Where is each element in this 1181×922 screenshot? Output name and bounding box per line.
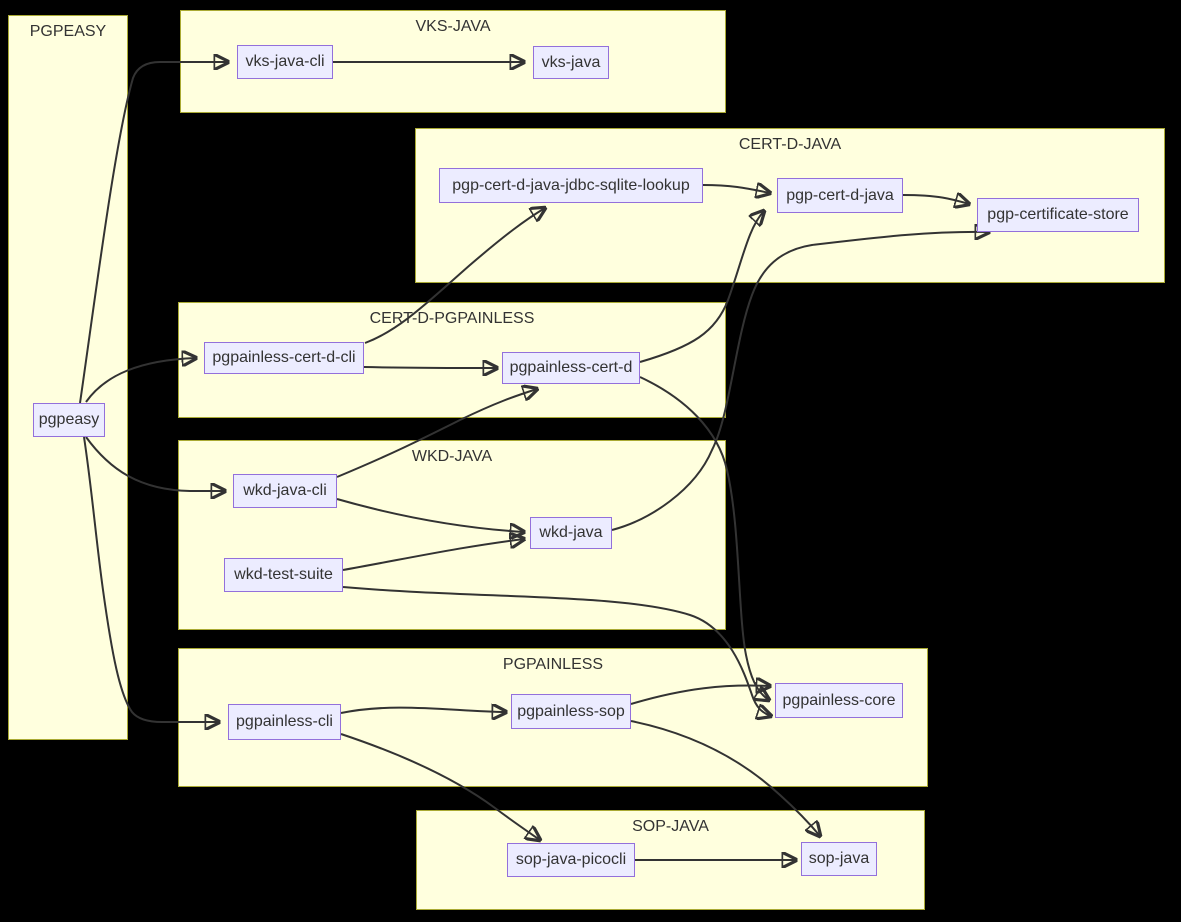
- edge-pgpainless-cli-to-pgpainless-sop: [340, 708, 506, 713]
- edge-wkd-java-to-pgp-certificate-store: [611, 232, 989, 531]
- edge-pgp-cert-d-java-to-pgp-certificate-store: [902, 195, 969, 204]
- subgraph-pgpeasy-label: PGPEASY: [29, 23, 107, 40]
- node-pgpainless-core: pgpainless-core: [775, 683, 903, 718]
- edge-pgpeasy-to-wkd-java-cli: [85, 436, 225, 491]
- edge-wkd-test-suite-to-wkd-java: [342, 539, 524, 571]
- node-pgpainless-cert-d-cli: pgpainless-cert-d-cli: [204, 342, 364, 374]
- edge-pgpainless-sop-to-pgpainless-core: [630, 686, 770, 705]
- edge-pgpainless-cert-d-to-pgpainless-core: [639, 376, 769, 700]
- node-wkd-java-cli: wkd-java-cli: [233, 474, 337, 508]
- node-pgp-cert-d-java-jdbc-sqlite-lookup: pgp-cert-d-java-jdbc-sqlite-lookup: [439, 168, 703, 203]
- subgraph-sop-java-label: SOP-JAVA: [632, 818, 709, 835]
- node-pgp-certificate-store: pgp-certificate-store: [977, 198, 1139, 232]
- edge-pgpainless-cert-d-cli-to-pgp-cert-d-java-jdbc-sqlite-lookup: [364, 208, 545, 344]
- node-pgpainless-cert-d: pgpainless-cert-d: [502, 352, 640, 384]
- edge-pgpeasy-to-pgpainless-cert-d-cli: [85, 358, 196, 403]
- subgraph-pgpeasy: PGPEASY: [8, 15, 128, 740]
- edge-wkd-java-cli-to-pgpainless-cert-d: [336, 389, 537, 478]
- subgraph-vks-java-label: VKS-JAVA: [415, 18, 491, 35]
- node-wkd-java: wkd-java: [530, 517, 612, 549]
- edge-pgpainless-cli-to-sop-java-picocli: [340, 733, 540, 840]
- edge-wkd-java-cli-to-wkd-java: [336, 498, 524, 532]
- node-vks-java: vks-java: [533, 46, 609, 79]
- node-pgp-cert-d-java: pgp-cert-d-java: [777, 178, 903, 213]
- edge-pgpeasy-to-pgpainless-cli: [83, 436, 219, 722]
- node-pgpeasy: pgpeasy: [33, 403, 105, 437]
- node-vks-java-cli: vks-java-cli: [237, 45, 333, 79]
- subgraph-pgpainless-label: PGPAINLESS: [502, 656, 604, 673]
- edge-pgpainless-cert-d-cli-to-pgpainless-cert-d: [363, 367, 497, 368]
- node-sop-java-picocli: sop-java-picocli: [507, 843, 635, 877]
- subgraph-cert-d-java-label: CERT-D-JAVA: [738, 136, 842, 153]
- subgraph-cert-d-pgpainless-label: CERT-D-PGPAINLESS: [369, 310, 535, 327]
- node-wkd-test-suite: wkd-test-suite: [224, 558, 343, 592]
- edge-pgpeasy-to-vks-java-cli: [79, 62, 228, 404]
- edge-pgpainless-sop-to-sop-java: [630, 720, 820, 836]
- subgraph-wkd-java-label: WKD-JAVA: [411, 448, 493, 465]
- edge-pgp-cert-d-java-jdbc-sqlite-lookup-to-pgp-cert-d-java: [702, 185, 770, 193]
- node-pgpainless-sop: pgpainless-sop: [511, 694, 631, 729]
- edge-wkd-test-suite-to-pgpainless-core: [342, 586, 771, 716]
- edge-pgpainless-cert-d-to-pgp-cert-d-java: [639, 211, 764, 363]
- subgraph-wkd-java: WKD-JAVA: [178, 440, 726, 630]
- node-pgpainless-cli: pgpainless-cli: [228, 704, 341, 740]
- node-sop-java: sop-java: [801, 842, 877, 876]
